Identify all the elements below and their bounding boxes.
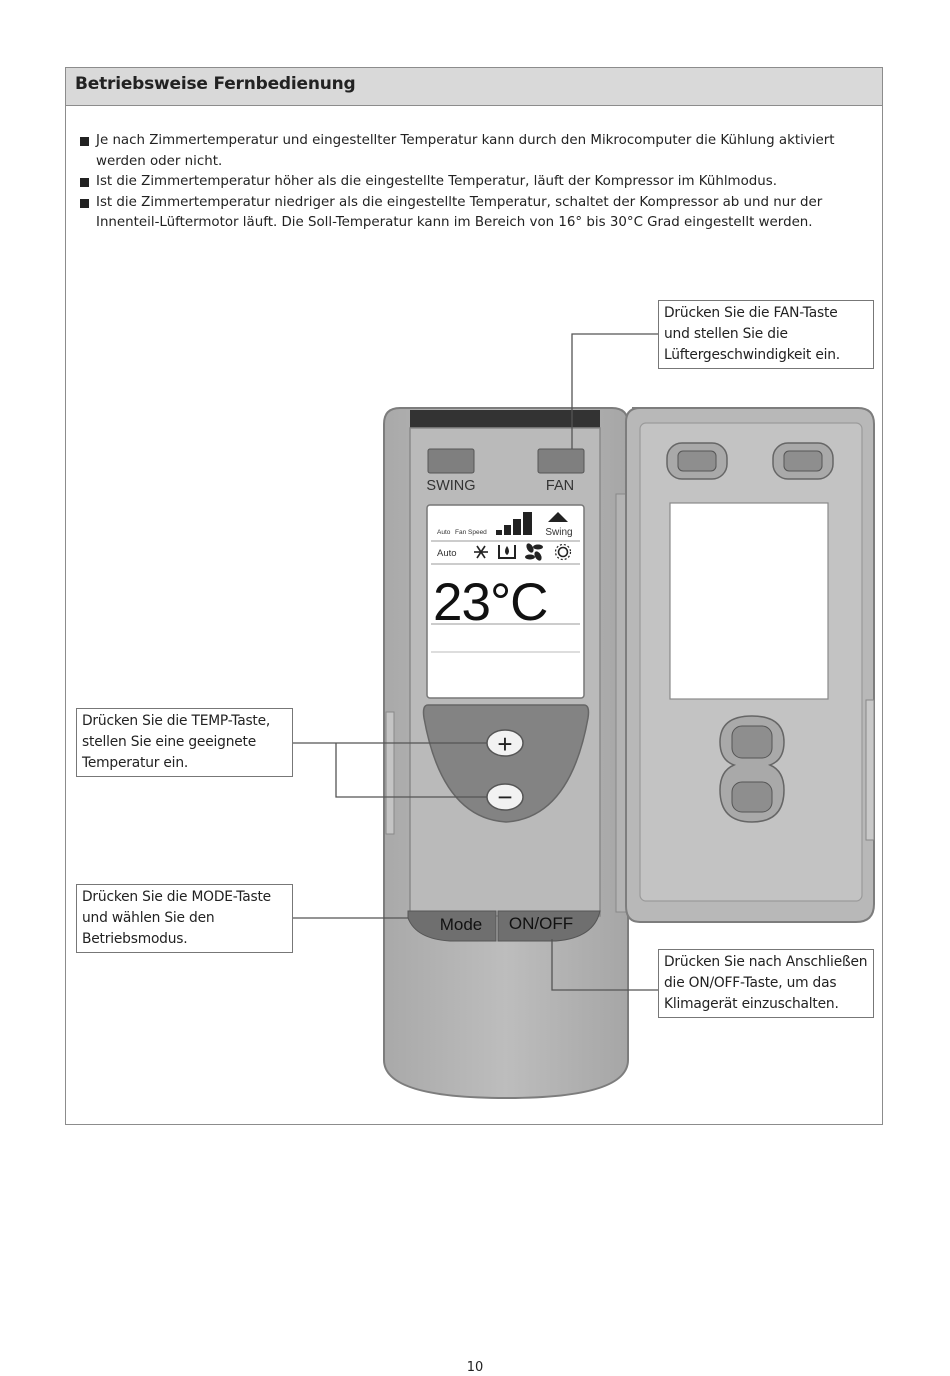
lcd-auto-label: Auto — [437, 529, 451, 536]
onoff-leader-line — [551, 939, 658, 991]
minus-icon: − — [497, 782, 512, 812]
temp-leader-line-minus — [335, 743, 487, 798]
fan-speed-bars-icon — [496, 512, 532, 535]
lcd-display: Auto Fan Speed Swing Auto — [426, 504, 585, 699]
fan-callout: Drücken Sie die FAN-Taste und stellen Si… — [658, 300, 874, 369]
lcd-temperature: 23°C — [433, 573, 547, 632]
mode-callout-line: Drücken Sie die MODE-Taste — [82, 889, 271, 905]
plus-icon: + — [497, 729, 512, 759]
fan-callout-line: Drücken Sie die FAN-Taste — [664, 305, 838, 321]
mode-callout: Drücken Sie die MODE-Taste und wählen Si… — [76, 884, 293, 953]
remote-cover — [625, 407, 875, 923]
leader-lines — [293, 333, 658, 991]
lcd-fan-speed-label: Fan Speed — [455, 529, 487, 536]
onoff-callout-line: die ON/OFF-Taste, um das — [664, 975, 837, 991]
temp-callout: Drücken Sie die TEMP-Taste, stellen Sie … — [76, 708, 293, 777]
onoff-callout: Drücken Sie nach Anschließen die ON/OFF-… — [658, 949, 874, 1018]
onoff-callout-line: Drücken Sie nach Anschließen — [664, 954, 868, 970]
onoff-callout-line: Klimagerät einzuschalten. — [664, 996, 839, 1012]
bullet-square-icon — [80, 137, 89, 146]
temp-callout-line: Temperatur ein. — [82, 755, 189, 771]
page-number: 10 — [466, 1360, 484, 1375]
section-header: Betriebsweise Fernbedienung — [66, 68, 882, 106]
dehumidify-icon — [498, 545, 516, 559]
heat-sun-icon — [554, 543, 572, 561]
mode-label: Mode — [440, 915, 483, 934]
lcd-swing-label: Swing — [545, 527, 572, 538]
side-latch — [385, 711, 395, 835]
onoff-label: ON/OFF — [509, 914, 573, 933]
fan-leader-line — [571, 333, 658, 449]
swing-button[interactable] — [427, 448, 475, 474]
bullet-item: Ist die Zimmertemperatur höher als die e… — [79, 172, 874, 193]
mode-button[interactable] — [407, 910, 497, 942]
mode-callout-line: Betriebsmodus. — [82, 931, 188, 947]
bullet-square-icon — [80, 178, 89, 187]
fan-callout-line: und stellen Sie die — [664, 326, 788, 342]
bullet-text: Ist die Zimmertemperatur höher als die e… — [96, 174, 778, 189]
remote-top-strip — [410, 410, 600, 428]
bullet-list: Je nach Zimmertemperatur und eingestellt… — [79, 131, 874, 234]
fan-mode-icon — [525, 543, 543, 561]
bullet-square-icon — [80, 198, 89, 208]
fan-callout-line: Lüftergeschwindigkeit ein. — [664, 347, 840, 363]
section-frame: Betriebsweise Fernbedienung Je nach Zimm… — [65, 67, 883, 1125]
temp-pad — [422, 704, 590, 823]
lcd-mode-auto-label: Auto — [437, 548, 457, 559]
mode-callout-line: und wählen Sie den — [82, 910, 215, 926]
bullet-item: Je nach Zimmertemperatur und eingestellt… — [79, 131, 874, 172]
bullet-item: Ist die Zimmertemperatur niedriger als d… — [79, 193, 874, 234]
swing-triangle-icon — [548, 512, 568, 522]
fan-label: FAN — [546, 478, 574, 494]
temp-callout-line: Drücken Sie die TEMP-Taste, — [82, 713, 271, 729]
bullet-text: Je nach Zimmertemperatur und eingestellt… — [96, 133, 835, 169]
swing-label: SWING — [426, 478, 475, 494]
fan-button[interactable] — [537, 448, 585, 474]
onoff-button[interactable] — [497, 910, 601, 942]
bullet-text: Ist die Zimmertemperatur niedriger als d… — [96, 194, 823, 231]
snowflake-icon — [474, 545, 488, 559]
section-title: Betriebsweise Fernbedienung — [75, 74, 356, 94]
temp-callout-line: stellen Sie eine geeignete — [82, 734, 257, 750]
